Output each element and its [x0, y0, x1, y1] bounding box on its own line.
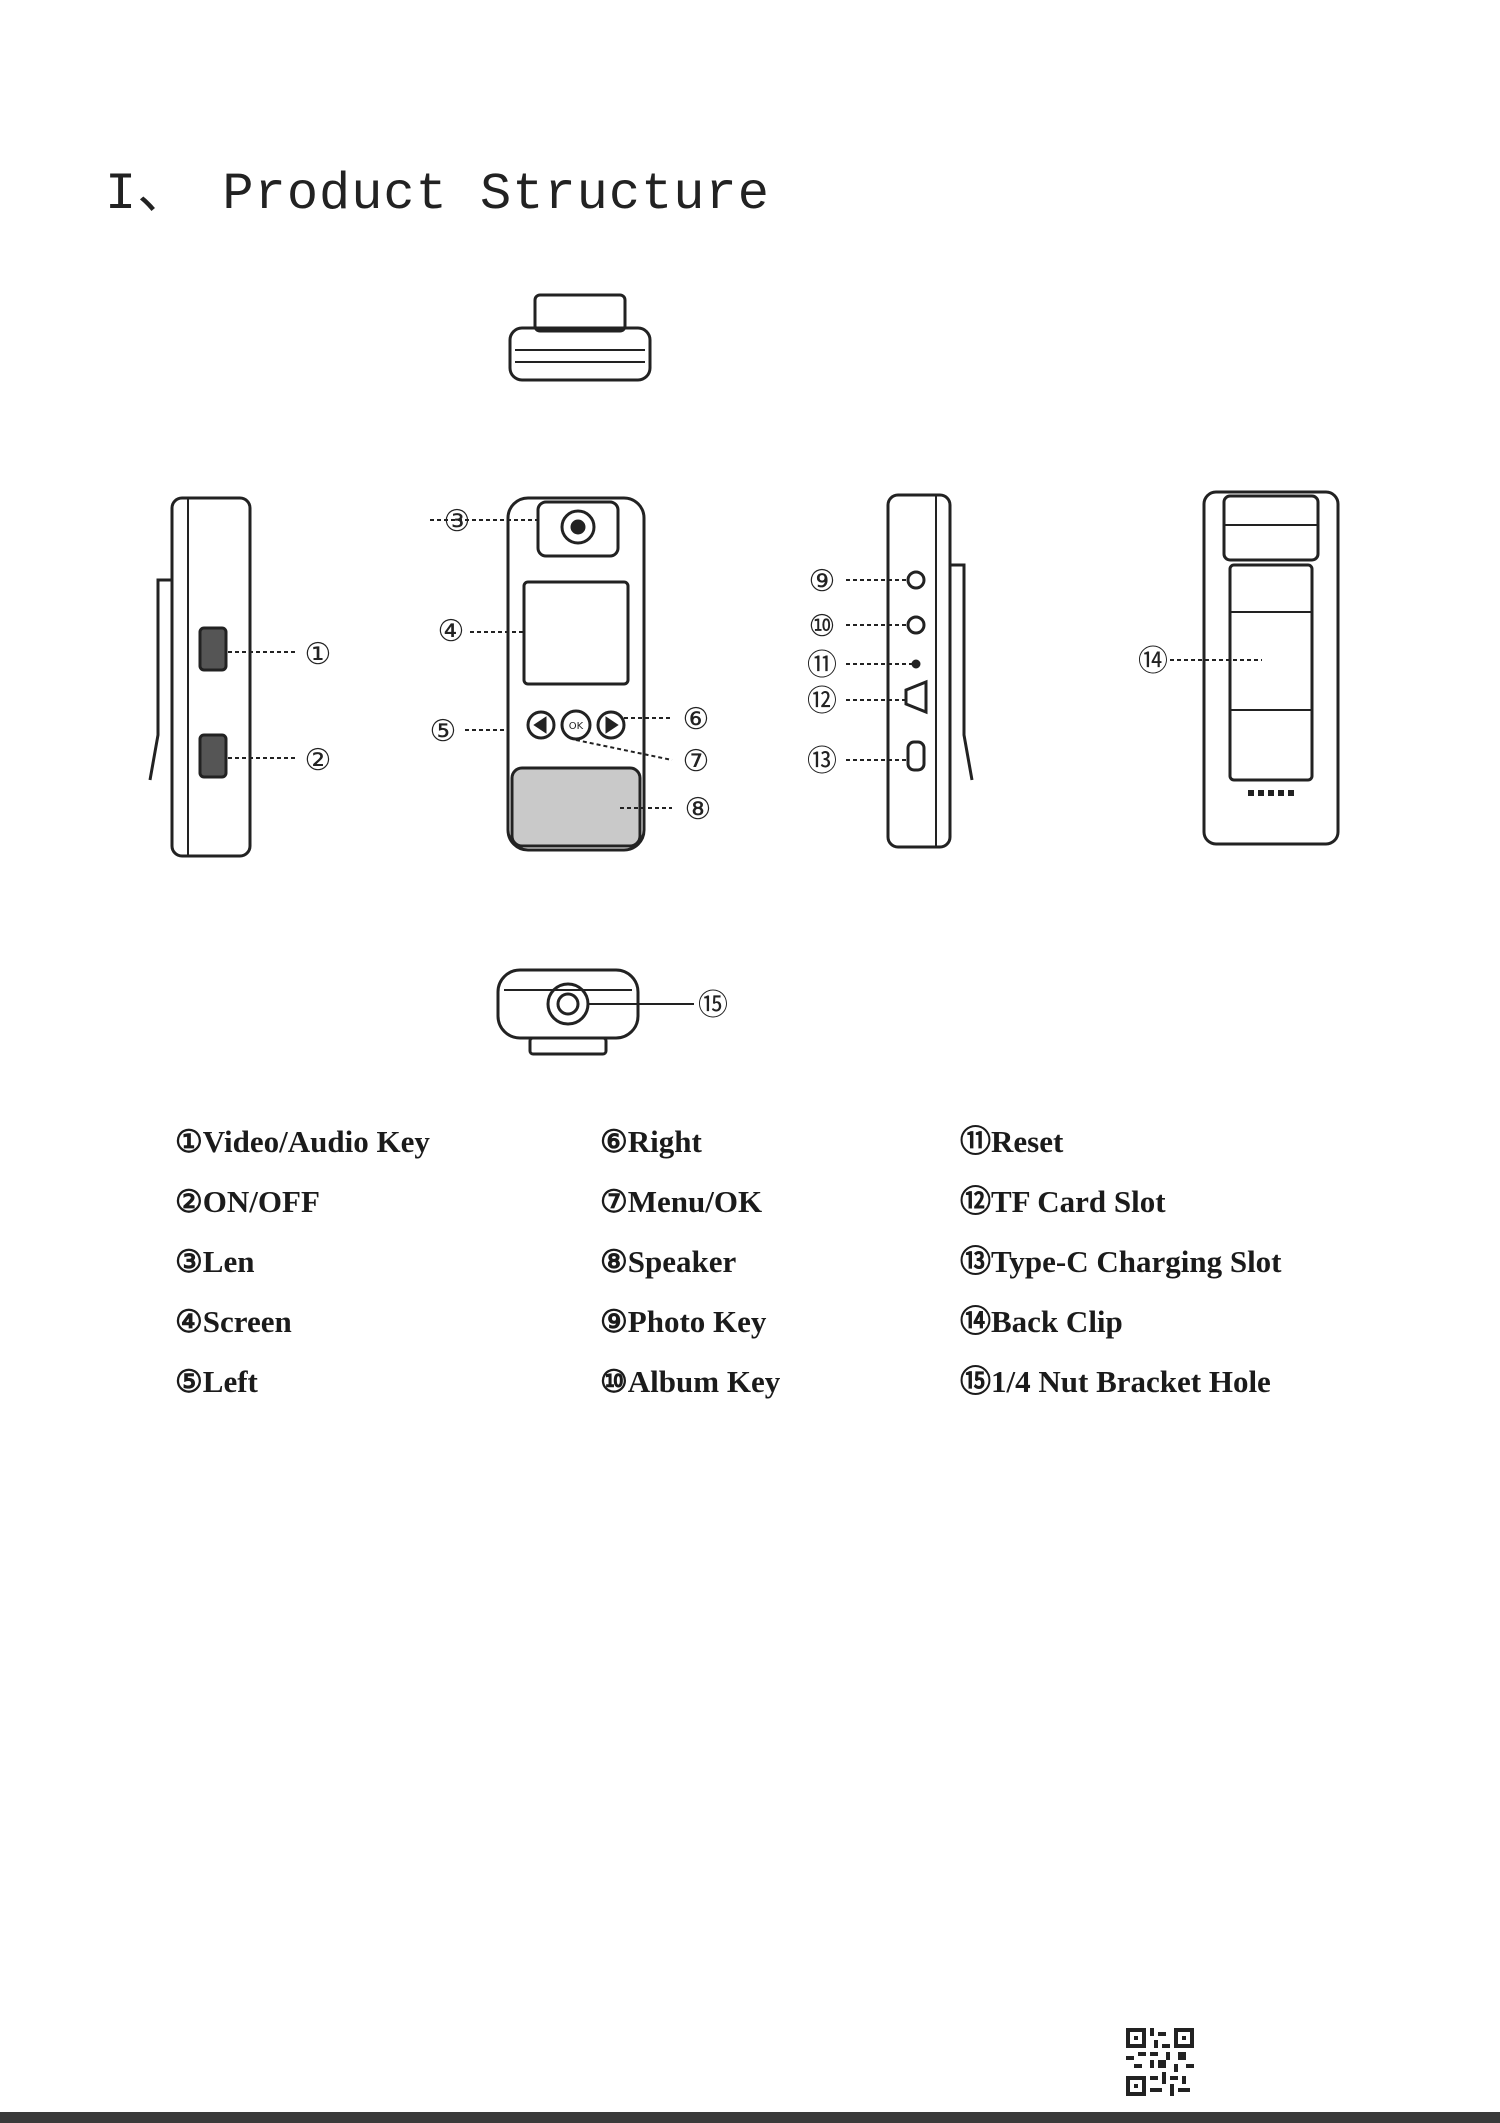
legend-item: ⑧Speaker: [600, 1242, 780, 1302]
legend-item: ⑥Right: [600, 1122, 780, 1182]
callout-15: ⑮: [698, 988, 728, 1023]
back-view: [1170, 492, 1338, 844]
callout-1: ①: [305, 637, 332, 672]
top-view: [510, 295, 650, 380]
callout-12: ⑫: [807, 684, 837, 719]
legend-item: ⑩Album Key: [600, 1362, 780, 1422]
legend-column-1: ①Video/Audio Key ②ON/OFF ③Len ④Screen ⑤L…: [175, 1122, 430, 1422]
legend-item: ⑮1/4 Nut Bracket Hole: [960, 1362, 1282, 1422]
bottom-scan-edge: [0, 2112, 1500, 2123]
ok-key-label: OK: [569, 721, 584, 732]
legend-item: ④Screen: [175, 1302, 430, 1362]
screen-shape: [524, 582, 628, 684]
legend-item: ②ON/OFF: [175, 1182, 430, 1242]
callout-9: ⑨: [809, 564, 836, 599]
bottom-view: [498, 970, 694, 1054]
callout-5: ⑤: [430, 714, 457, 749]
callout-4: ④: [438, 614, 465, 649]
legend-item: ⑬Type-C Charging Slot: [960, 1242, 1282, 1302]
legend-item: ③Len: [175, 1242, 430, 1302]
left-side-view: [150, 498, 298, 856]
legend-item: ⑤Left: [175, 1362, 430, 1422]
legend-item: ①Video/Audio Key: [175, 1122, 430, 1182]
legend-column-3: ⑪Reset ⑫TF Card Slot ⑬Type-C Charging Sl…: [960, 1122, 1282, 1422]
callout-3: ③: [444, 504, 471, 539]
legend-item: ⑭Back Clip: [960, 1302, 1282, 1362]
legend-item: ⑨Photo Key: [600, 1302, 780, 1362]
callout-14: ⑭: [1138, 644, 1168, 679]
legend-item: ⑪Reset: [960, 1122, 1282, 1182]
qr-code-icon: [1126, 2028, 1194, 2096]
right-side-view: [846, 495, 972, 847]
legend-item: ⑫TF Card Slot: [960, 1182, 1282, 1242]
product-structure-diagram: OK: [0, 0, 1500, 1100]
callout-6: ⑥: [683, 702, 710, 737]
callout-2: ②: [305, 743, 332, 778]
callout-11: ⑪: [807, 648, 837, 683]
callout-7: ⑦: [683, 744, 710, 779]
front-view: OK: [430, 498, 672, 850]
callout-10: ⑩: [809, 609, 836, 644]
callout-8: ⑧: [685, 792, 712, 827]
legend-column-2: ⑥Right ⑦Menu/OK ⑧Speaker ⑨Photo Key ⑩Alb…: [600, 1122, 780, 1422]
legend-item: ⑦Menu/OK: [600, 1182, 780, 1242]
callout-13: ⑬: [807, 744, 837, 779]
